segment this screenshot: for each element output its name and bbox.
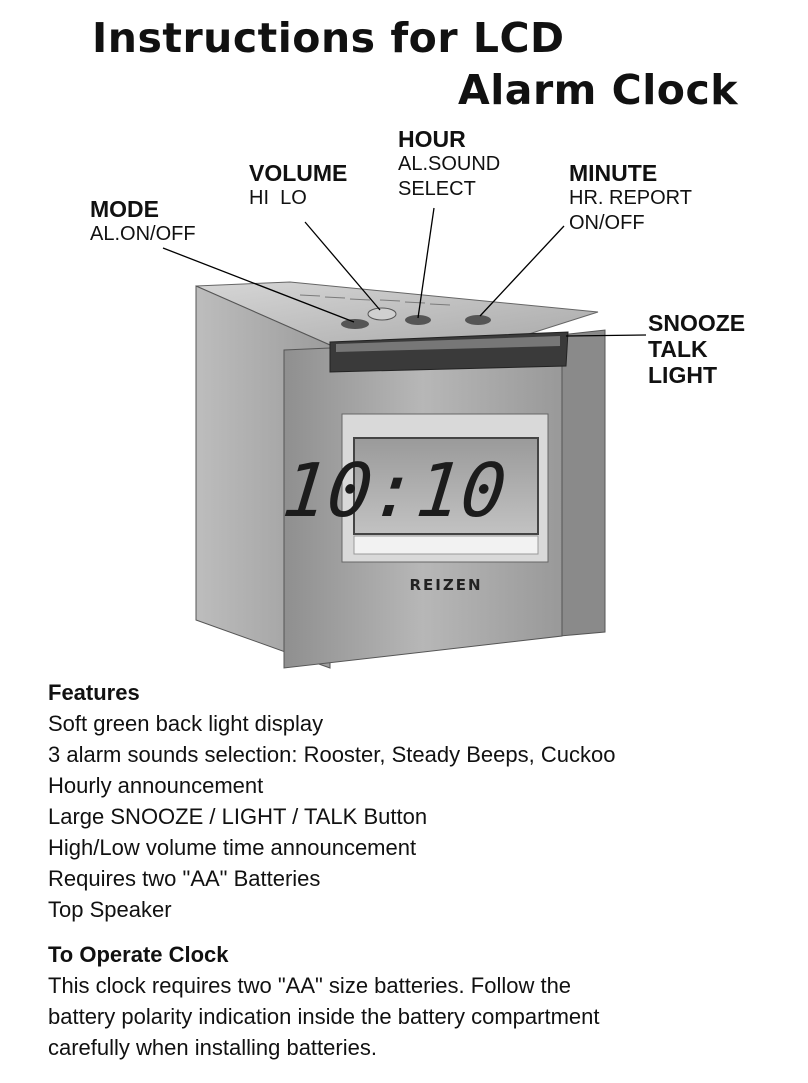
clock-right-frame <box>559 329 606 637</box>
lcd-display <box>353 437 539 535</box>
callout-snooze-line-2: TALK <box>648 336 708 362</box>
callout-minute-sub-1: HR. REPORT <box>569 187 692 209</box>
brand-logo: REIZEN <box>409 576 482 594</box>
callout-volume: VOLUME HI LO <box>249 161 347 211</box>
callout-minute-heading: MINUTE <box>569 160 658 186</box>
operate-heading: To Operate Clock <box>48 942 229 967</box>
callout-hour-heading: HOUR <box>398 126 466 152</box>
hour-button <box>405 315 431 325</box>
callout-volume-heading: VOLUME <box>249 160 348 186</box>
minute-button <box>465 315 491 325</box>
callout-mode-heading: MODE <box>90 196 159 222</box>
callout-snooze-line-1: SNOOZE <box>648 310 746 336</box>
mode-button <box>341 319 369 329</box>
callout-mode-sub: AL.ON/OFF <box>90 223 196 245</box>
operate-line: This clock requires two "AA" size batter… <box>48 973 572 998</box>
callout-mode: MODE AL.ON/OFF <box>90 197 196 247</box>
callout-hour: HOUR AL.SOUND SELECT <box>398 127 500 202</box>
operate-section: To Operate Clock This clock requires two… <box>48 940 600 1063</box>
operate-line: carefully when installing batteries. <box>48 1035 377 1060</box>
callout-hour-sub-1: AL.SOUND <box>398 153 501 175</box>
callout-minute-sub-2: ON/OFF <box>569 212 645 234</box>
feature-item: High/Low volume time announcement <box>48 835 417 860</box>
features-section: Features Soft green back light display 3… <box>48 678 615 925</box>
callout-minute: MINUTE HR. REPORT ON/OFF <box>569 161 692 236</box>
feature-item: 3 alarm sounds selection: Rooster, Stead… <box>48 742 616 767</box>
feature-item: Hourly announcement <box>48 773 264 798</box>
page-title-line-2: Alarm Clock <box>458 66 739 114</box>
callout-snooze-line-3: LIGHT <box>648 362 717 388</box>
feature-item: Soft green back light display <box>48 711 324 736</box>
clock-illustration: 10:10 REIZEN <box>162 207 647 669</box>
callout-snooze: SNOOZE TALK LIGHT <box>648 310 745 388</box>
feature-item: Large SNOOZE / LIGHT / TALK Button <box>48 804 428 829</box>
callout-volume-sub: HI LO <box>249 187 307 209</box>
operate-line: battery polarity indication inside the b… <box>48 1004 600 1029</box>
page-title-line-1: Instructions for LCD <box>92 14 565 62</box>
features-heading: Features <box>48 680 140 705</box>
lcd-time: 10:10 <box>279 448 511 534</box>
callout-hour-sub-2: SELECT <box>398 178 476 200</box>
feature-item: Requires two "AA" Batteries <box>48 866 321 891</box>
feature-item: Top Speaker <box>48 897 172 922</box>
volume-switch <box>367 307 397 321</box>
